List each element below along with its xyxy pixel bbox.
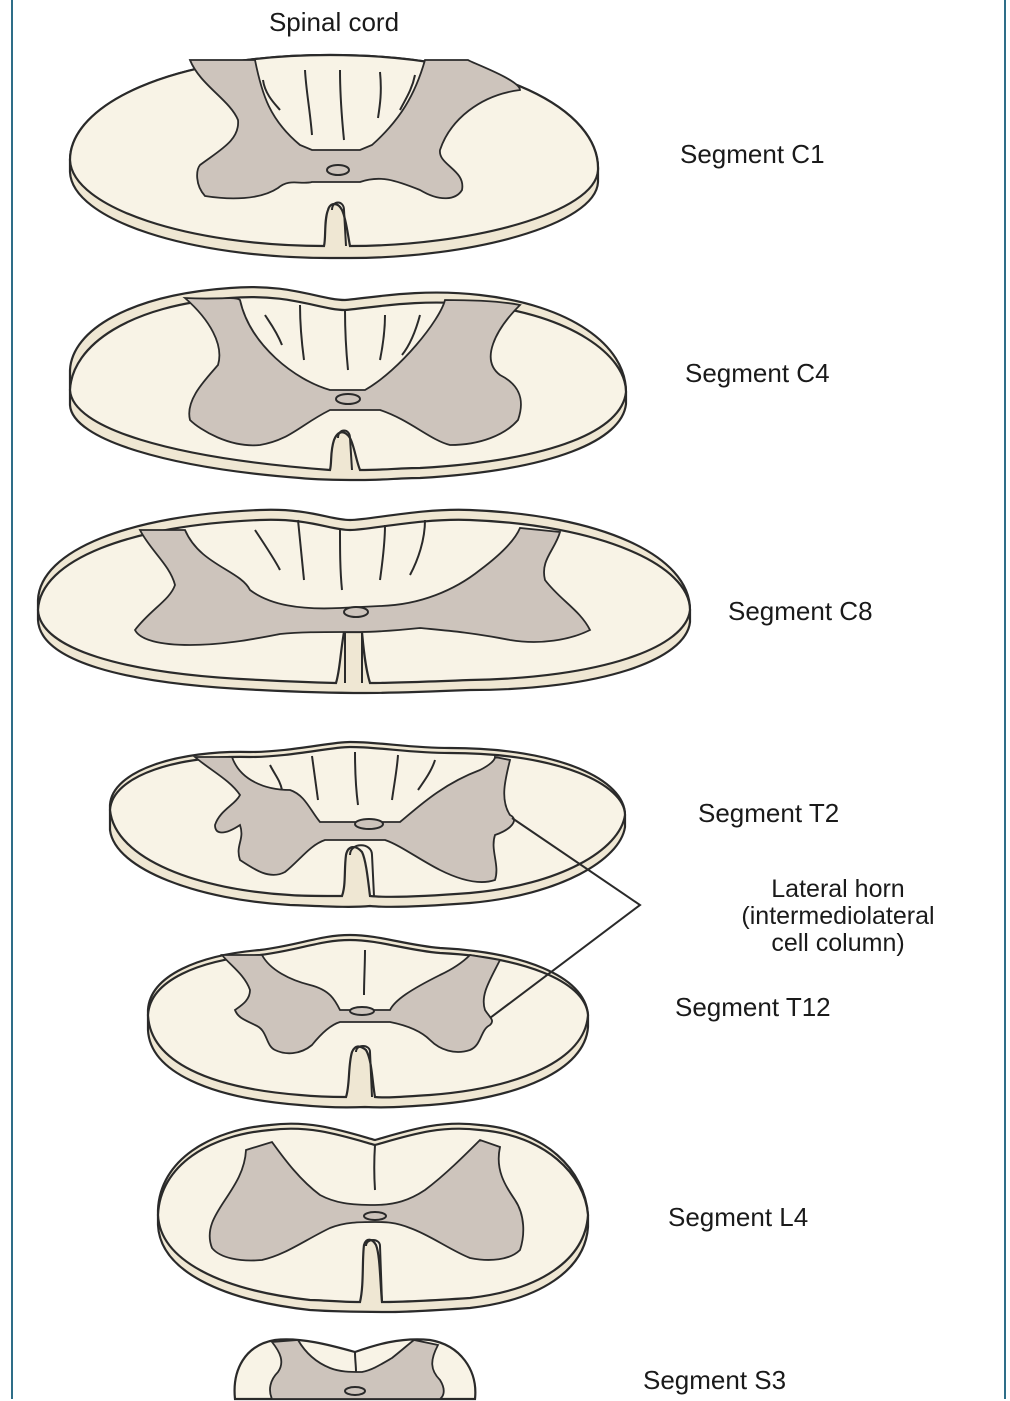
cross-section-t2 (110, 742, 625, 907)
segment-label-s3: Segment S3 (643, 1365, 786, 1395)
cross-section-c8 (38, 510, 690, 693)
segment-label-t2: Segment T2 (698, 798, 839, 828)
diagram-title: Spinal cord (269, 7, 399, 37)
cross-section-t12 (148, 935, 588, 1107)
segment-label-c1: Segment C1 (680, 139, 825, 169)
cross-section-c1 (70, 55, 598, 258)
cross-section-s3 (235, 1339, 476, 1399)
segment-label-l4: Segment L4 (668, 1202, 808, 1232)
segment-label-c4: Segment C4 (685, 358, 830, 388)
segment-label-t12: Segment T12 (675, 992, 831, 1022)
lateral-horn-label-line2: (intermediolateral (741, 902, 934, 930)
cross-section-l4 (158, 1124, 588, 1312)
cross-section-c4 (70, 287, 626, 480)
segment-label-c8: Segment C8 (728, 596, 873, 626)
lateral-horn-label-line1: Lateral horn (771, 875, 904, 903)
lateral-horn-label-line3: cell column) (771, 929, 904, 957)
